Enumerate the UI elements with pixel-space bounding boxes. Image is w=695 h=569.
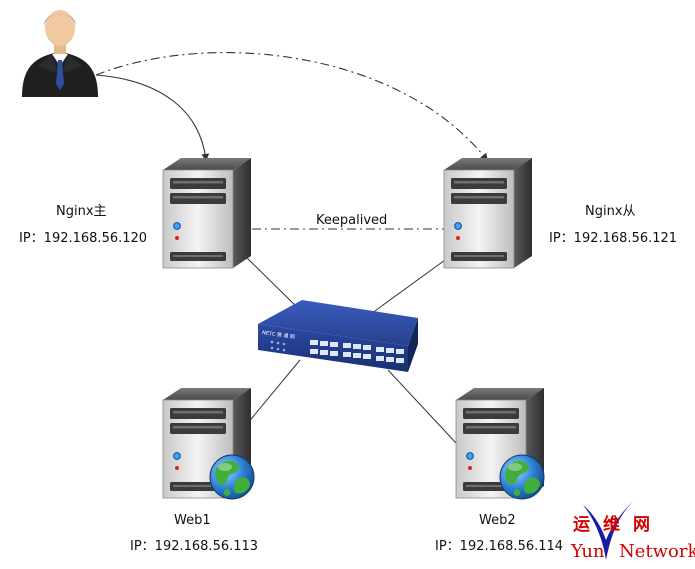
web2-ip: IP：192.168.56.114: [435, 539, 563, 554]
nginx-backup-server-icon: [443, 157, 533, 269]
backup-to-switch-line: [367, 259, 446, 317]
nginx-backup-label: Nginx从: [585, 204, 636, 219]
web2-label: Web2: [479, 513, 516, 528]
switch-to-web2-line: [387, 369, 457, 444]
user-avatar: [22, 10, 98, 97]
network-switch-icon: NETC 普 通 网: [258, 300, 418, 372]
nginx-master-label: Nginx主: [56, 204, 107, 219]
nginx-backup-ip: IP：192.168.56.121: [549, 231, 677, 246]
watermark-v-mark: [583, 500, 634, 560]
web1-label: Web1: [174, 513, 211, 528]
watermark-cn-char-2: 维: [603, 514, 620, 535]
keepalived-label: Keepalived: [316, 213, 387, 228]
yunv-network-watermark-logo: 运 维 网 Yun Network: [570, 500, 695, 562]
nginx-master-server-icon: [162, 157, 252, 269]
web1-ip: IP：192.168.56.113: [130, 539, 258, 554]
nginx-master-ip: IP：192.168.56.120: [19, 231, 147, 246]
web2-globe-icon: [499, 454, 545, 500]
master-to-switch-line: [244, 255, 301, 311]
watermark-en-network: Network: [619, 541, 695, 562]
watermark-cn-char-3: 网: [633, 515, 650, 535]
watermark-cn-char-1: 运: [573, 515, 590, 535]
switch-to-web1-line: [241, 359, 301, 431]
web1-globe-icon: [209, 454, 255, 500]
user-to-master-arrow: [95, 74, 210, 162]
switch-brand-label: NETC 普 通 网: [262, 329, 296, 341]
user-to-backup-arrow: [95, 52, 488, 162]
watermark-en-yun: Yun: [570, 541, 605, 562]
connection-lines: [95, 52, 488, 444]
